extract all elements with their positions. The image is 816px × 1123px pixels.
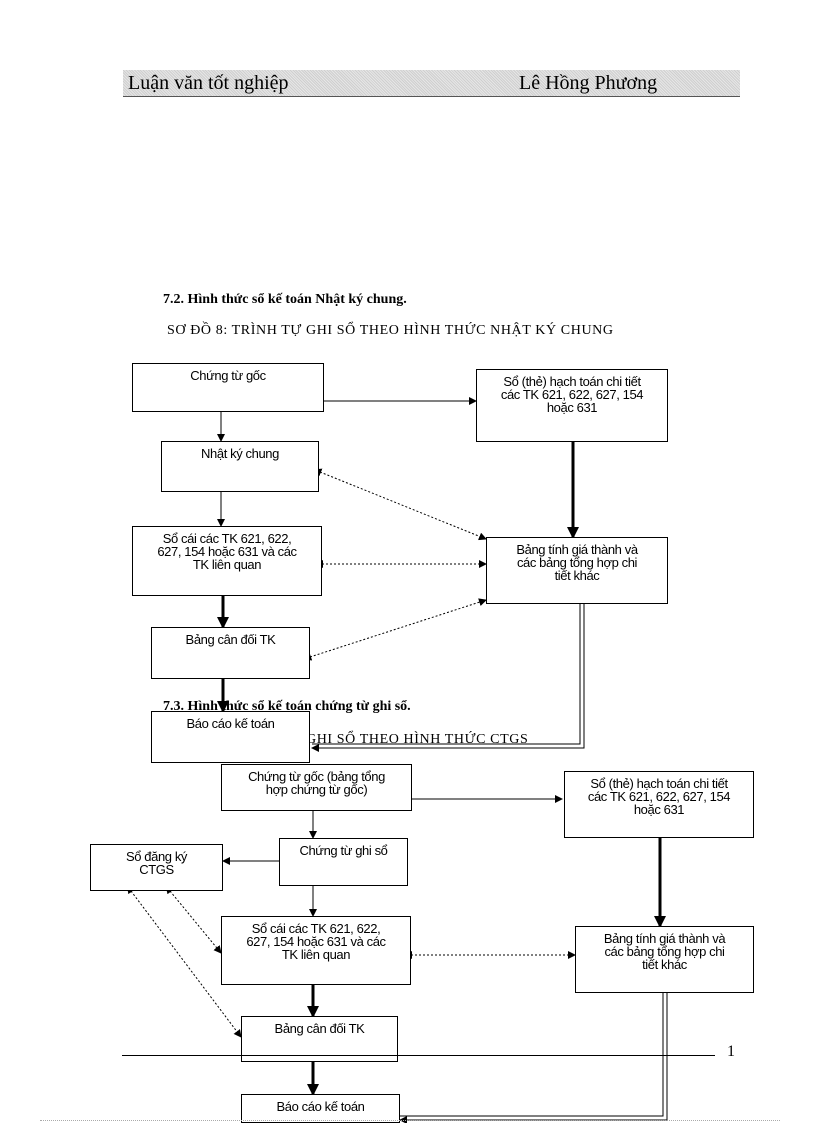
box-label: Bảng cân đối TK [274, 1021, 365, 1036]
box-bao-cao: Báo cáo kế toán [151, 711, 310, 763]
box-label-line: hợp chứng từ gốc) [265, 782, 368, 797]
box-label: Nhật ký chung [201, 446, 279, 461]
diagram-8-title: SƠ ĐỒ 8: TRÌNH TỰ GHI SỔ THEO HÌNH THỨC … [167, 323, 614, 338]
box-nhat-ky-chung: Nhật ký chung [161, 441, 319, 492]
box-label-line: Sổ cái các TK 621, 622, [251, 921, 381, 936]
box-ctgs-so-the-hach-toan: Sổ (thẻ) hạch toán chi tiết các TK 621, … [564, 771, 754, 838]
box-label-line: các bảng tổng hợp chi [604, 944, 725, 959]
box-label-line: 627, 154 hoặc 631 và các [246, 934, 386, 949]
box-ctgs-so-cai: Sổ cái các TK 621, 622, 627, 154 hoặc 63… [221, 916, 411, 985]
box-so-dang-ky-ctgs: Sổ đăng ký CTGS [90, 844, 223, 891]
section-7-3-title: 7.3. Hình thức sổ kế toán chứng từ ghi s… [163, 699, 411, 714]
box-label: Báo cáo kế toán [276, 1099, 365, 1114]
box-chung-tu-ghi-so: Chứng từ ghi sổ [279, 838, 408, 886]
box-label-line: các TK 621, 622, 627, 154 [587, 789, 731, 804]
box-label-line: Chứng từ gốc (bảng tổng [248, 769, 385, 784]
section-7-2-title: 7.2. Hình thức sổ kế toán Nhật ký chung. [163, 292, 407, 307]
box-label-line: 627, 154 hoặc 631 và các [157, 544, 297, 559]
box-label-line: hoặc 631 [633, 802, 685, 817]
box-ctgs-bang-can-doi: Bảng cân đối TK [241, 1016, 398, 1062]
box-label: Chứng từ gốc [190, 368, 266, 383]
page-bottom-edge [40, 1120, 780, 1121]
running-header: Luận văn tốt nghiệp Lê Hồng Phương [123, 70, 740, 97]
page-number: 1 [727, 1043, 735, 1060]
box-label-line: các bảng tổng hợp chi [516, 555, 638, 570]
box-chung-tu-goc: Chứng từ gốc [132, 363, 324, 412]
box-label-line: tiết khác [554, 568, 600, 583]
footer-rule [122, 1055, 715, 1056]
box-label-line: Bảng tính giá thành và [603, 931, 726, 946]
box-label-line: các TK 621, 622, 627, 154 [500, 387, 644, 402]
box-label-line: CTGS [139, 862, 174, 877]
box-so-cai: Sổ cái các TK 621, 622, 627, 154 hoặc 63… [132, 526, 322, 596]
box-bang-tinh-gia-thanh: Bảng tính giá thành và các bảng tổng hợp… [486, 537, 668, 604]
box-label-line: Sổ (thẻ) hạch toán chi tiết [590, 776, 728, 791]
box-label: Bảng cân đối TK [185, 632, 276, 647]
box-ctgs-bang-tinh-gia-thanh: Bảng tính giá thành và các bảng tổng hợp… [575, 926, 754, 993]
header-thesis-label: Luận văn tốt nghiệp [128, 72, 289, 94]
box-label-line: tiết khác [642, 957, 687, 972]
box-label-line: hoặc 631 [546, 400, 598, 415]
box-label: Chứng từ ghi sổ [299, 843, 388, 858]
box-label-line: TK liên quan [192, 557, 262, 572]
header-author-name: Lê Hồng Phương [519, 72, 658, 94]
box-label-line: Sổ cái các TK 621, 622, [162, 531, 292, 546]
box-ctgs-chung-tu-goc: Chứng từ gốc (bảng tổng hợp chứng từ gốc… [221, 764, 412, 811]
box-label-line: Bảng tính giá thành và [516, 542, 638, 557]
box-label-line: Sổ đăng ký [125, 849, 188, 864]
box-label: Báo cáo kế toán [186, 716, 275, 731]
box-bang-can-doi: Bảng cân đối TK [151, 627, 310, 679]
box-so-the-hach-toan: Sổ (thẻ) hạch toán chi tiết các TK 621, … [476, 369, 668, 442]
box-ctgs-bao-cao: Báo cáo kế toán [241, 1094, 400, 1123]
box-label-line: TK liên quan [281, 947, 351, 962]
box-label-line: Sổ (thẻ) hạch toán chi tiết [503, 374, 641, 389]
